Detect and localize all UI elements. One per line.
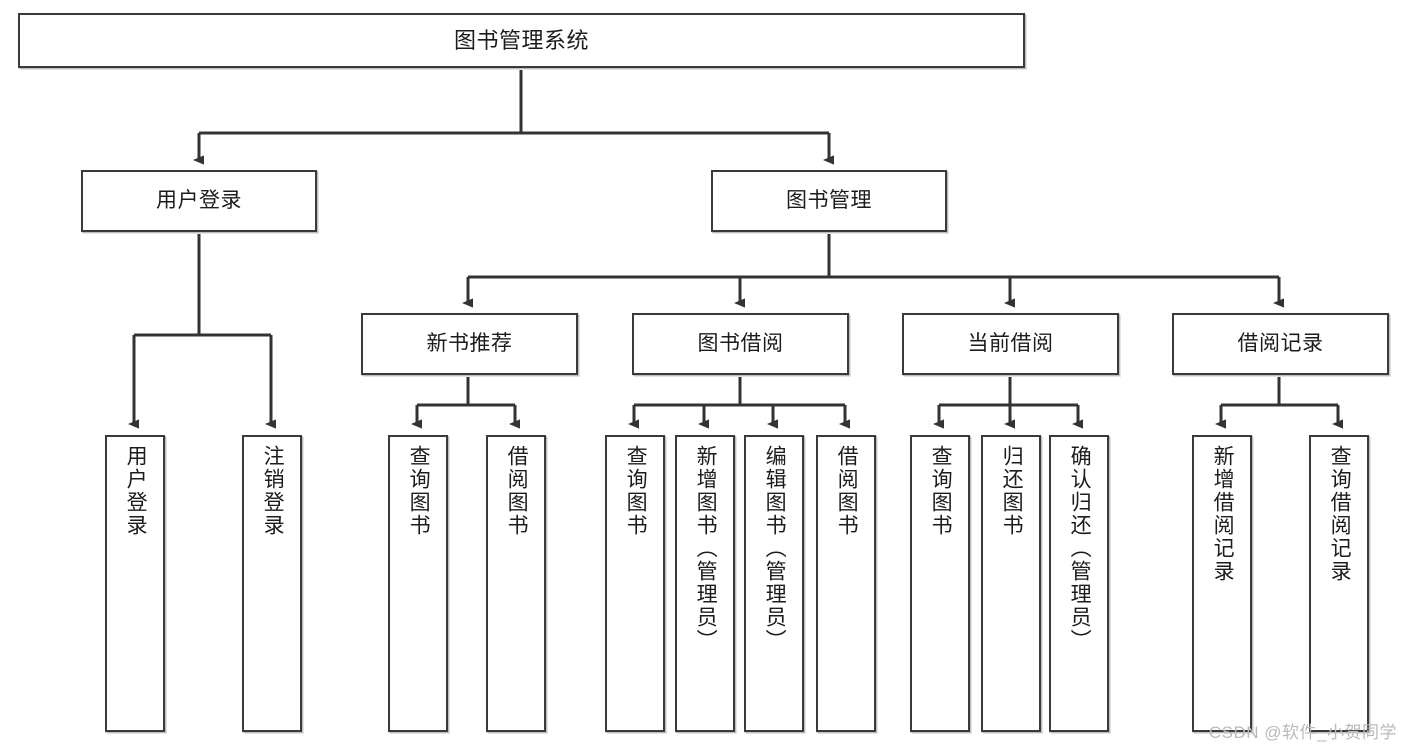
node-leaf-confirm-return-label: 确认归还（管理员） — [1068, 445, 1092, 652]
node-book-manage-label: 图书管理 — [786, 188, 872, 212]
node-leaf-query-book-3-label: 查询图书 — [929, 445, 953, 537]
node-user-login[interactable]: 用户登录 — [81, 170, 317, 232]
node-book-borrow[interactable]: 图书借阅 — [632, 313, 849, 375]
node-borrow-record-label: 借阅记录 — [1237, 331, 1324, 355]
node-new-book-rec[interactable]: 新书推荐 — [361, 313, 578, 375]
node-leaf-add-record[interactable]: 新增借阅记录 — [1192, 435, 1252, 732]
node-leaf-query-book-1[interactable]: 查询图书 — [388, 435, 448, 732]
node-root-label: 图书管理系统 — [453, 27, 589, 53]
node-leaf-query-book-2[interactable]: 查询图书 — [605, 435, 665, 732]
node-root[interactable]: 图书管理系统 — [18, 13, 1025, 68]
node-borrow-record[interactable]: 借阅记录 — [1172, 313, 1389, 375]
node-leaf-query-book-2-label: 查询图书 — [624, 445, 648, 537]
node-book-borrow-label: 图书借阅 — [697, 331, 784, 355]
node-leaf-add-book[interactable]: 新增图书（管理员） — [675, 435, 735, 732]
node-leaf-borrow-book-1-label: 借阅图书 — [505, 445, 529, 537]
node-leaf-add-book-label: 新增图书（管理员） — [694, 445, 718, 652]
node-leaf-query-record-label: 查询借阅记录 — [1328, 445, 1352, 583]
node-current-borrow-label: 当前借阅 — [967, 331, 1054, 355]
node-leaf-query-record[interactable]: 查询借阅记录 — [1309, 435, 1369, 732]
node-leaf-confirm-return[interactable]: 确认归还（管理员） — [1049, 435, 1109, 732]
node-leaf-query-book-3[interactable]: 查询图书 — [910, 435, 970, 732]
node-user-login-label: 用户登录 — [156, 188, 242, 212]
node-leaf-borrow-book-2[interactable]: 借阅图书 — [816, 435, 876, 732]
node-leaf-borrow-book-2-label: 借阅图书 — [835, 445, 859, 537]
node-leaf-edit-book[interactable]: 编辑图书（管理员） — [744, 435, 804, 732]
node-leaf-logout[interactable]: 注销登录 — [242, 435, 302, 732]
node-current-borrow[interactable]: 当前借阅 — [902, 313, 1119, 375]
node-leaf-borrow-book-1[interactable]: 借阅图书 — [486, 435, 546, 732]
node-leaf-add-record-label: 新增借阅记录 — [1211, 445, 1235, 583]
watermark: CSDN @软件_小贺同学 — [1208, 723, 1397, 742]
node-leaf-logout-label: 注销登录 — [261, 445, 285, 537]
node-leaf-return-book[interactable]: 归还图书 — [981, 435, 1041, 732]
node-leaf-user-login-label: 用户登录 — [124, 445, 148, 537]
node-leaf-return-book-label: 归还图书 — [1000, 445, 1024, 537]
node-leaf-user-login[interactable]: 用户登录 — [105, 435, 165, 732]
node-book-manage[interactable]: 图书管理 — [711, 170, 947, 232]
node-leaf-edit-book-label: 编辑图书（管理员） — [763, 445, 787, 652]
node-new-book-rec-label: 新书推荐 — [426, 331, 513, 355]
node-leaf-query-book-1-label: 查询图书 — [407, 445, 431, 537]
